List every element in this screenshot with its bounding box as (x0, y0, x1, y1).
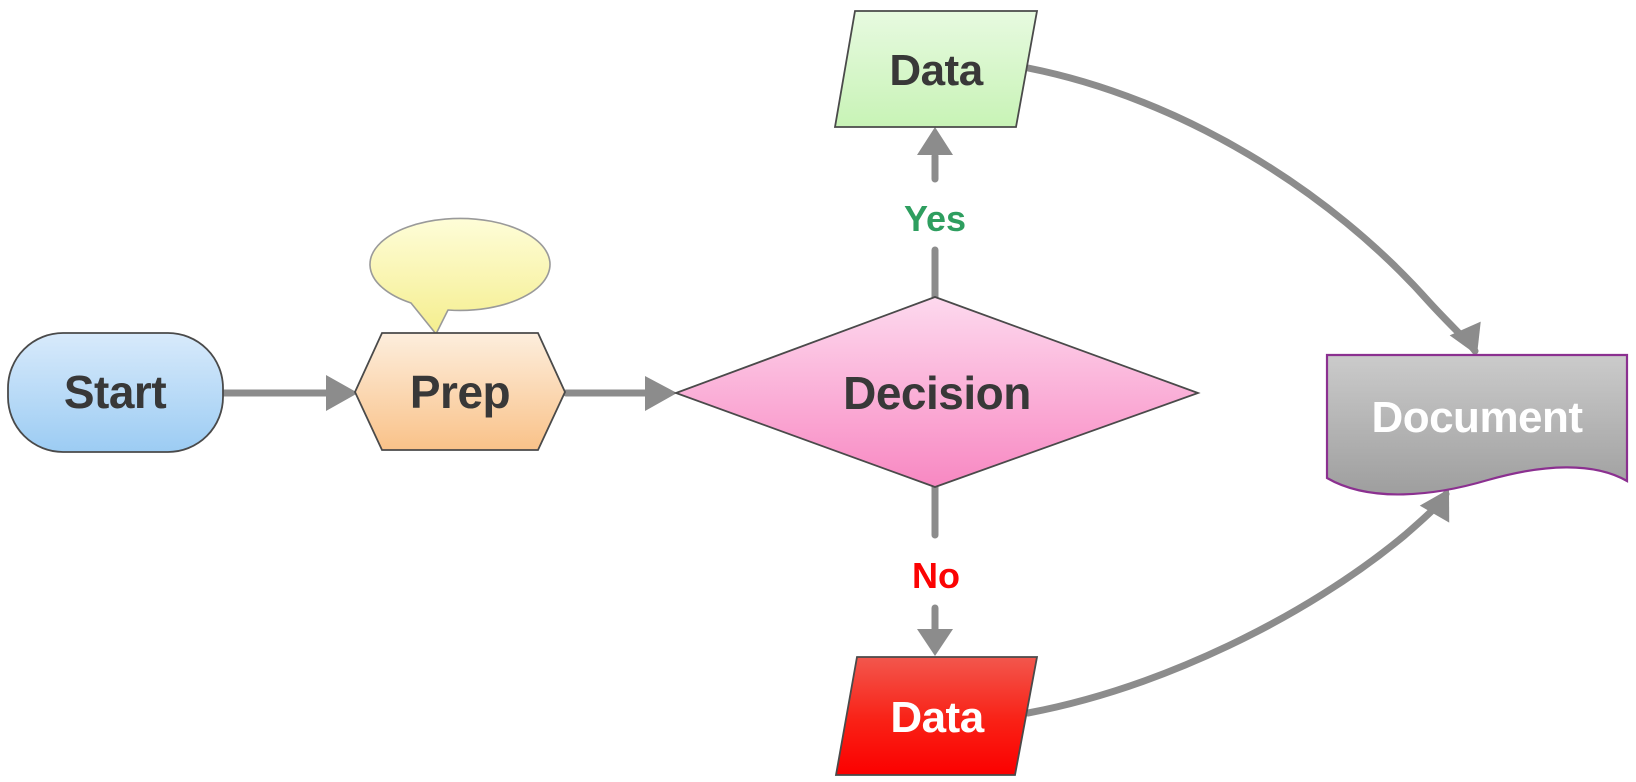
data-top-shape (833, 10, 1039, 128)
data-bottom-label: Data (890, 693, 984, 742)
arrowhead-into-document-bottom (1419, 489, 1450, 523)
edge-start-prep[interactable] (218, 375, 358, 411)
edge-decision-data-bottom[interactable]: No (912, 483, 960, 656)
node-callout[interactable] (369, 217, 551, 335)
arrowhead-into-document-top (1449, 321, 1481, 355)
node-prep[interactable]: Prep (354, 332, 566, 451)
arrowhead-into-prep (326, 375, 358, 411)
edge-data-top-document-curve (1024, 64, 1479, 355)
speech-bubble-shape (369, 217, 551, 335)
arrowhead-into-data-top (917, 127, 953, 155)
arrowhead-into-data-bottom (917, 629, 953, 656)
arrowhead-into-decision (645, 376, 677, 411)
document-shape (1325, 353, 1629, 496)
edge-data-bottom-document[interactable] (1024, 481, 1464, 717)
start-shape (7, 332, 224, 453)
node-data-top[interactable]: Data (833, 10, 1039, 128)
node-data-bottom[interactable]: Data (834, 656, 1039, 776)
data-top-label: Data (889, 46, 983, 95)
start-label: Start (64, 366, 166, 418)
node-document[interactable]: Document (1325, 353, 1629, 496)
data-bottom-shape (834, 656, 1039, 776)
decision-label: Decision (843, 367, 1031, 419)
edge-label-yes: Yes (904, 198, 966, 239)
prep-label: Prep (410, 366, 510, 418)
node-start[interactable]: Start (7, 332, 224, 453)
node-decision[interactable]: Decision (673, 296, 1201, 488)
edge-decision-data-top[interactable]: Yes (904, 127, 966, 301)
edge-data-bottom-document-curve (1024, 490, 1450, 717)
document-label: Document (1371, 393, 1583, 442)
edge-prep-decision[interactable] (562, 376, 677, 411)
edge-label-no: No (912, 555, 960, 596)
prep-shape (354, 332, 566, 451)
decision-shape (673, 296, 1201, 488)
edge-data-top-document[interactable] (1024, 64, 1493, 362)
